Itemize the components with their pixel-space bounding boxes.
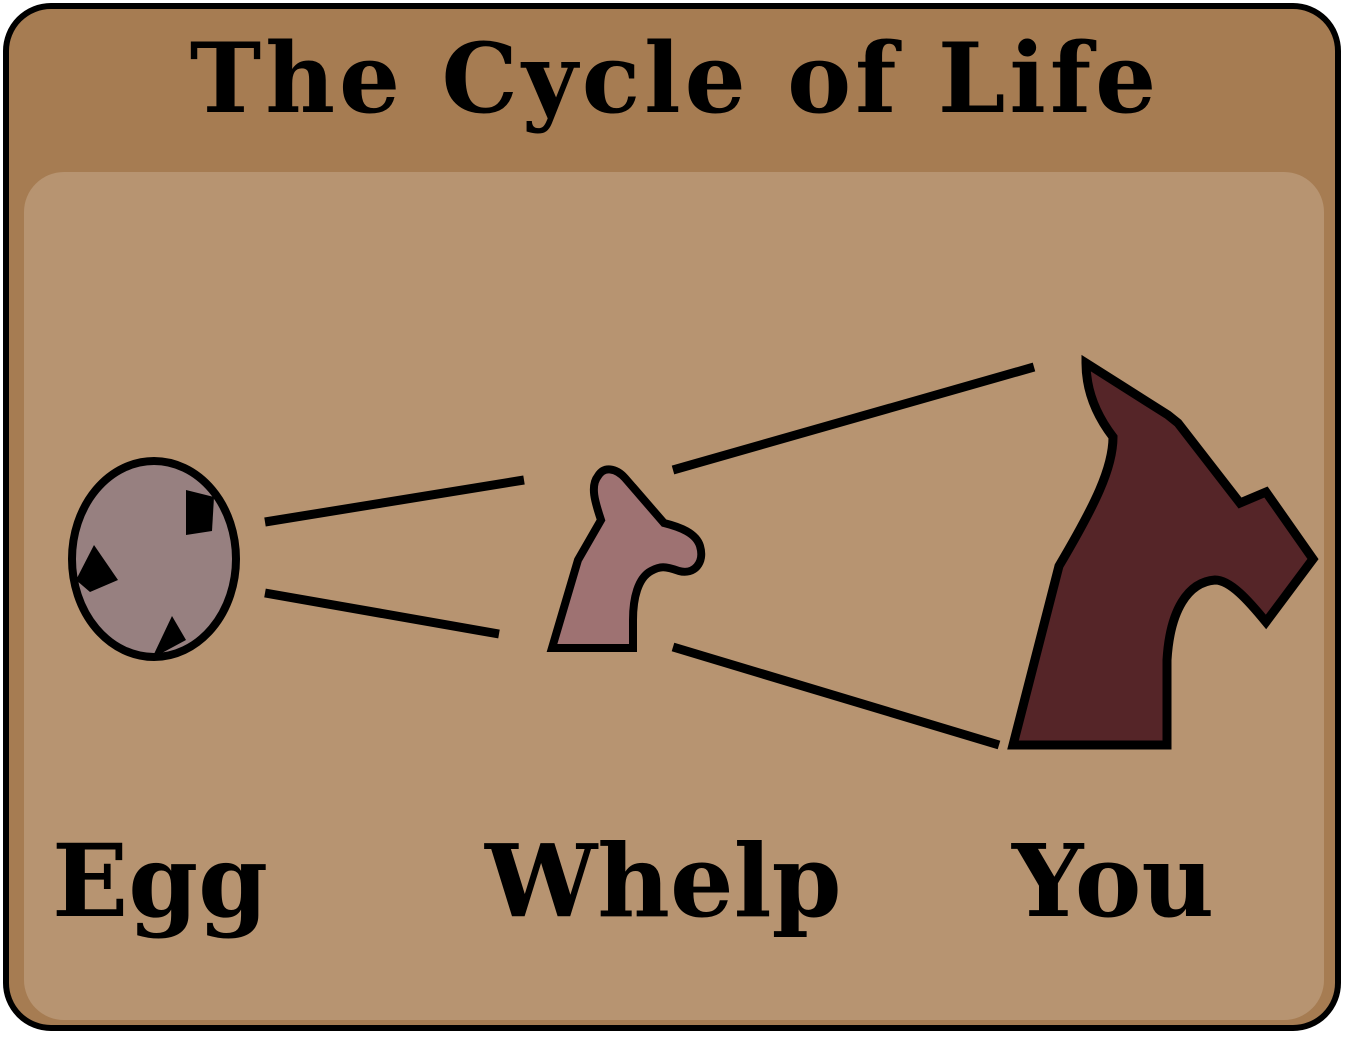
egg-icon (68, 457, 240, 661)
egg-to-whelp-bottom-line (264, 588, 500, 639)
egg-crack-top (186, 490, 214, 535)
stage-label-you: You (1012, 822, 1215, 940)
whelp-to-you-top-line (671, 362, 1036, 475)
stage-label-egg: Egg (52, 822, 269, 940)
whelp-dragon-icon (546, 465, 706, 652)
stage-label-whelp: Whelp (485, 822, 842, 940)
adult-dragon-icon (1007, 354, 1319, 750)
diagram-title: The Cycle of Life (189, 22, 1161, 135)
whelp-to-you-bottom-line (671, 642, 1001, 750)
egg-to-whelp-top-line (264, 475, 525, 527)
growth-lines (264, 362, 1036, 750)
egg-crack-left (76, 545, 118, 592)
egg-crack-bottom (154, 616, 186, 654)
